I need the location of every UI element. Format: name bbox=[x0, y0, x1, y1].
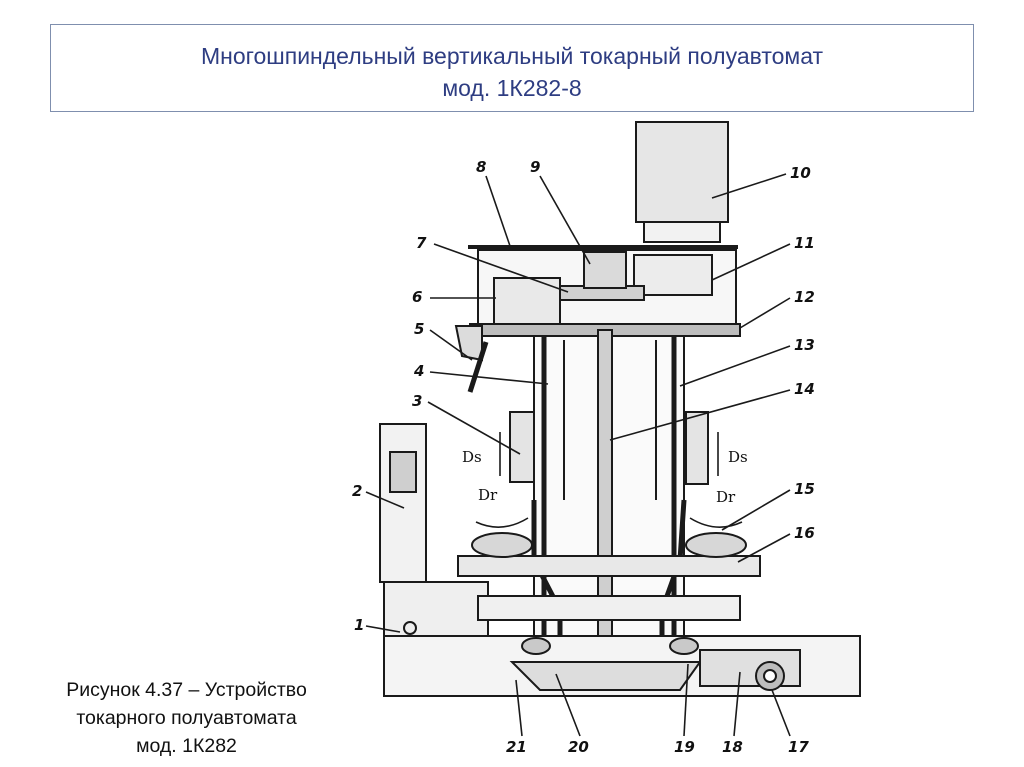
leader-4 bbox=[429, 371, 549, 385]
leader-13 bbox=[679, 345, 791, 387]
tool-slide-right bbox=[685, 411, 709, 485]
part-number-15: 15 bbox=[794, 480, 815, 498]
leader-14 bbox=[609, 389, 791, 441]
part-number-10: 10 bbox=[790, 164, 811, 182]
drive-motor-hub bbox=[763, 669, 777, 683]
leader-16 bbox=[737, 533, 791, 563]
column-cone-right bbox=[659, 499, 687, 640]
leader-9 bbox=[539, 175, 591, 265]
part-number-16: 16 bbox=[794, 524, 815, 542]
leader-18 bbox=[733, 671, 741, 737]
slide-subtitle: мод. 1К282-8 bbox=[442, 75, 582, 101]
drive-unit-18 bbox=[699, 649, 801, 687]
motor-flange bbox=[643, 221, 721, 243]
caption-line-1: Рисунок 4.37 – Устройство bbox=[66, 679, 307, 701]
leader-10 bbox=[711, 173, 787, 199]
leader-8 bbox=[485, 175, 511, 247]
rotation-label-left: Dr bbox=[478, 486, 498, 504]
tool-slide-left bbox=[509, 411, 535, 483]
leader-11 bbox=[711, 243, 791, 281]
slide-title-box: Многошпиндельный вертикальный токарный п… bbox=[50, 24, 974, 112]
part-number-4: 4 bbox=[413, 362, 424, 380]
leader-5 bbox=[429, 329, 473, 361]
rotation-arrow-left bbox=[475, 517, 529, 528]
gear-train bbox=[509, 661, 702, 691]
feed-label-left: Ds bbox=[462, 448, 482, 466]
leader-15 bbox=[721, 489, 791, 531]
gear-19 bbox=[669, 637, 699, 655]
carousel-16 bbox=[457, 555, 761, 577]
part-number-6: 6 bbox=[412, 288, 422, 306]
part-number-14: 14 bbox=[794, 380, 815, 398]
part-number-19: 19 bbox=[674, 738, 695, 756]
leader-17 bbox=[771, 689, 791, 737]
part-number-2: 2 bbox=[352, 482, 362, 500]
leader-7 bbox=[433, 243, 569, 293]
part-number-11: 11 bbox=[794, 234, 815, 252]
rotation-arrow-right bbox=[689, 517, 743, 528]
part-number-12: 12 bbox=[794, 288, 815, 306]
pulley-9 bbox=[583, 251, 627, 289]
chuck-left bbox=[471, 532, 533, 558]
part-number-7: 7 bbox=[416, 234, 427, 252]
leader-2 bbox=[365, 491, 405, 509]
unit-11 bbox=[633, 254, 713, 296]
caption-line-2: токарного полуавтомата bbox=[76, 707, 297, 729]
leader-19 bbox=[683, 663, 689, 737]
rotation-label-right: Dr bbox=[716, 488, 736, 506]
part-number-13: 13 bbox=[794, 336, 815, 354]
bracket-arm bbox=[467, 341, 489, 393]
stand-2 bbox=[379, 423, 427, 583]
chuck-right bbox=[685, 532, 747, 558]
leader-3 bbox=[427, 401, 521, 455]
base-valve bbox=[403, 621, 417, 635]
part-number-21: 21 bbox=[506, 738, 527, 756]
column-cone-left bbox=[531, 500, 563, 640]
part-number-1: 1 bbox=[354, 616, 364, 634]
part-number-5: 5 bbox=[414, 320, 424, 338]
part-number-9: 9 bbox=[530, 158, 540, 176]
part-number-3: 3 bbox=[412, 392, 422, 410]
carousel-lower bbox=[477, 595, 741, 621]
leader-1 bbox=[365, 625, 401, 633]
caption-line-3: мод. 1К282 bbox=[136, 735, 237, 757]
bracket-5 bbox=[454, 325, 483, 362]
control-panel bbox=[389, 451, 417, 493]
part-number-18: 18 bbox=[722, 738, 743, 756]
figure-caption: Рисунок 4.37 – Устройство токарного полу… bbox=[14, 676, 359, 760]
slide-title: Многошпиндельный вертикальный токарный п… bbox=[200, 43, 824, 69]
motor-body bbox=[635, 121, 729, 223]
gear-21 bbox=[521, 637, 551, 655]
leader-20 bbox=[555, 673, 581, 737]
leader-21 bbox=[515, 679, 523, 737]
part-number-8: 8 bbox=[476, 158, 486, 176]
leader-12 bbox=[739, 297, 791, 329]
part-number-20: 20 bbox=[568, 738, 589, 756]
feed-label-right: Ds bbox=[728, 448, 748, 466]
part-number-17: 17 bbox=[788, 738, 809, 756]
